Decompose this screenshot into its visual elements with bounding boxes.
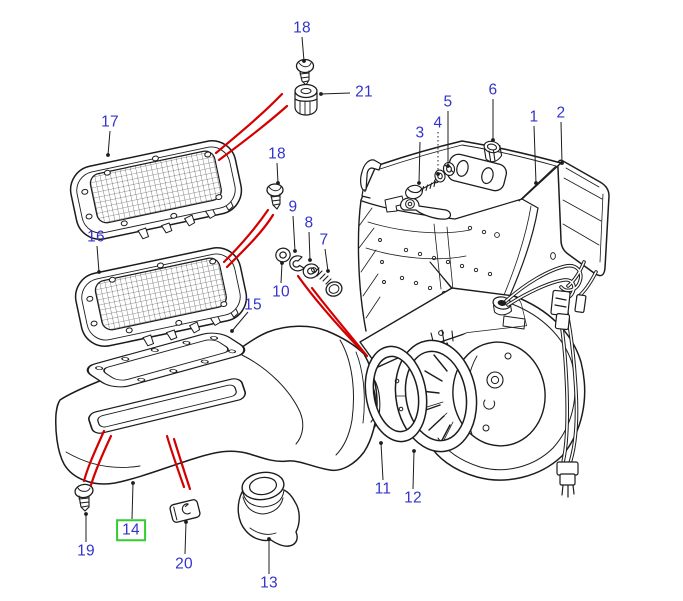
leader-dot-10 (280, 261, 284, 265)
leader-dot-7 (326, 269, 330, 273)
part-label-12[interactable]: 12 (404, 489, 422, 507)
part-label-13[interactable]: 13 (260, 574, 278, 592)
washer-8-drawing (302, 263, 320, 279)
part-label-9[interactable]: 9 (288, 198, 298, 216)
part-label-20[interactable]: 20 (175, 555, 193, 573)
part-label-2[interactable]: 2 (556, 104, 566, 122)
part-label-14[interactable]: 14 (116, 519, 146, 541)
part-label-10[interactable]: 10 (272, 283, 290, 301)
screw-18-top-drawing (295, 58, 315, 86)
leader-dot-18 (302, 59, 306, 63)
leader-line-14 (131, 482, 134, 520)
leader-dot-11 (379, 441, 383, 445)
ring-12-drawing (394, 339, 478, 453)
leader-dot-3 (417, 181, 421, 185)
part-label-7[interactable]: 7 (319, 231, 329, 249)
part-label-6[interactable]: 6 (488, 81, 498, 99)
leader-line-8 (308, 231, 311, 261)
heater-cover-2-drawing (557, 159, 610, 277)
leader-line-21 (320, 92, 351, 95)
part-label-18[interactable]: 18 (293, 19, 311, 37)
leader-lines (84, 36, 564, 574)
part-label-16[interactable]: 16 (87, 228, 105, 246)
screw-18-mid-drawing (266, 183, 284, 210)
leader-line-16 (96, 245, 100, 273)
leader-line-3 (418, 141, 421, 184)
grommet-21-drawing (294, 83, 318, 116)
leader-dot-6 (491, 138, 495, 142)
gasket-15-drawing (86, 332, 246, 388)
leader-line-7 (324, 248, 329, 272)
part-label-15[interactable]: 15 (244, 296, 262, 314)
part-label-17[interactable]: 17 (101, 113, 119, 131)
leader-dot-1 (534, 181, 538, 185)
control-lever-drawing (399, 197, 452, 220)
leader-dot-21 (319, 92, 323, 96)
leader-dot-16 (97, 270, 101, 274)
part-label-5[interactable]: 5 (443, 93, 453, 111)
leader-dot-17 (106, 153, 110, 157)
part-label-3[interactable]: 3 (415, 124, 425, 142)
leader-line-20 (184, 521, 187, 555)
leader-dot-4 (436, 172, 440, 176)
part-label-4[interactable]: 4 (433, 114, 443, 132)
leader-dot-18 (276, 181, 280, 185)
part-label-8[interactable]: 8 (304, 214, 314, 232)
wiring-harness-drawing (504, 260, 598, 498)
leader-dot-15 (230, 329, 234, 333)
air-duct-14-drawing (55, 325, 381, 485)
part-label-21[interactable]: 21 (355, 83, 373, 101)
leader-line-11 (380, 442, 384, 481)
leader-line-9 (292, 215, 296, 252)
bolt-7-drawing (311, 267, 343, 297)
part-label-1[interactable]: 1 (529, 108, 539, 126)
leader-dot-14 (131, 481, 135, 485)
part-label-18[interactable]: 18 (268, 145, 286, 163)
leader-line-17 (107, 130, 111, 156)
leader-dot-5 (446, 164, 450, 168)
leader-dot-8 (308, 258, 312, 262)
leader-dot-13 (267, 537, 271, 541)
leader-dot-20 (184, 520, 188, 524)
part-label-11[interactable]: 11 (374, 480, 392, 498)
washer-10-drawing (275, 247, 291, 263)
leader-line-18 (301, 36, 305, 62)
blower-assembly-drawing (359, 261, 586, 481)
leader-line-2 (560, 121, 563, 164)
leader-line-18 (276, 162, 279, 184)
clip-20-drawing (169, 499, 201, 523)
heater-housing-1-drawing (357, 140, 562, 332)
leader-dot-12 (412, 449, 416, 453)
screw-19-drawing (74, 483, 94, 512)
red-connector-lines (82, 92, 369, 491)
ring-11-drawing (364, 345, 428, 443)
leader-line-15 (231, 311, 249, 332)
leader-line-10 (280, 262, 283, 284)
leader-line-12 (412, 450, 415, 490)
leader-dot-2 (560, 161, 564, 165)
part-label-19[interactable]: 19 (77, 542, 95, 560)
leader-line-1 (533, 125, 537, 184)
leader-dot-9 (293, 249, 297, 253)
leader-dot-19 (84, 512, 88, 516)
fan-blades-drawing (420, 329, 456, 445)
elbow-13-drawing (237, 471, 300, 547)
washer-9-drawing (289, 255, 305, 272)
